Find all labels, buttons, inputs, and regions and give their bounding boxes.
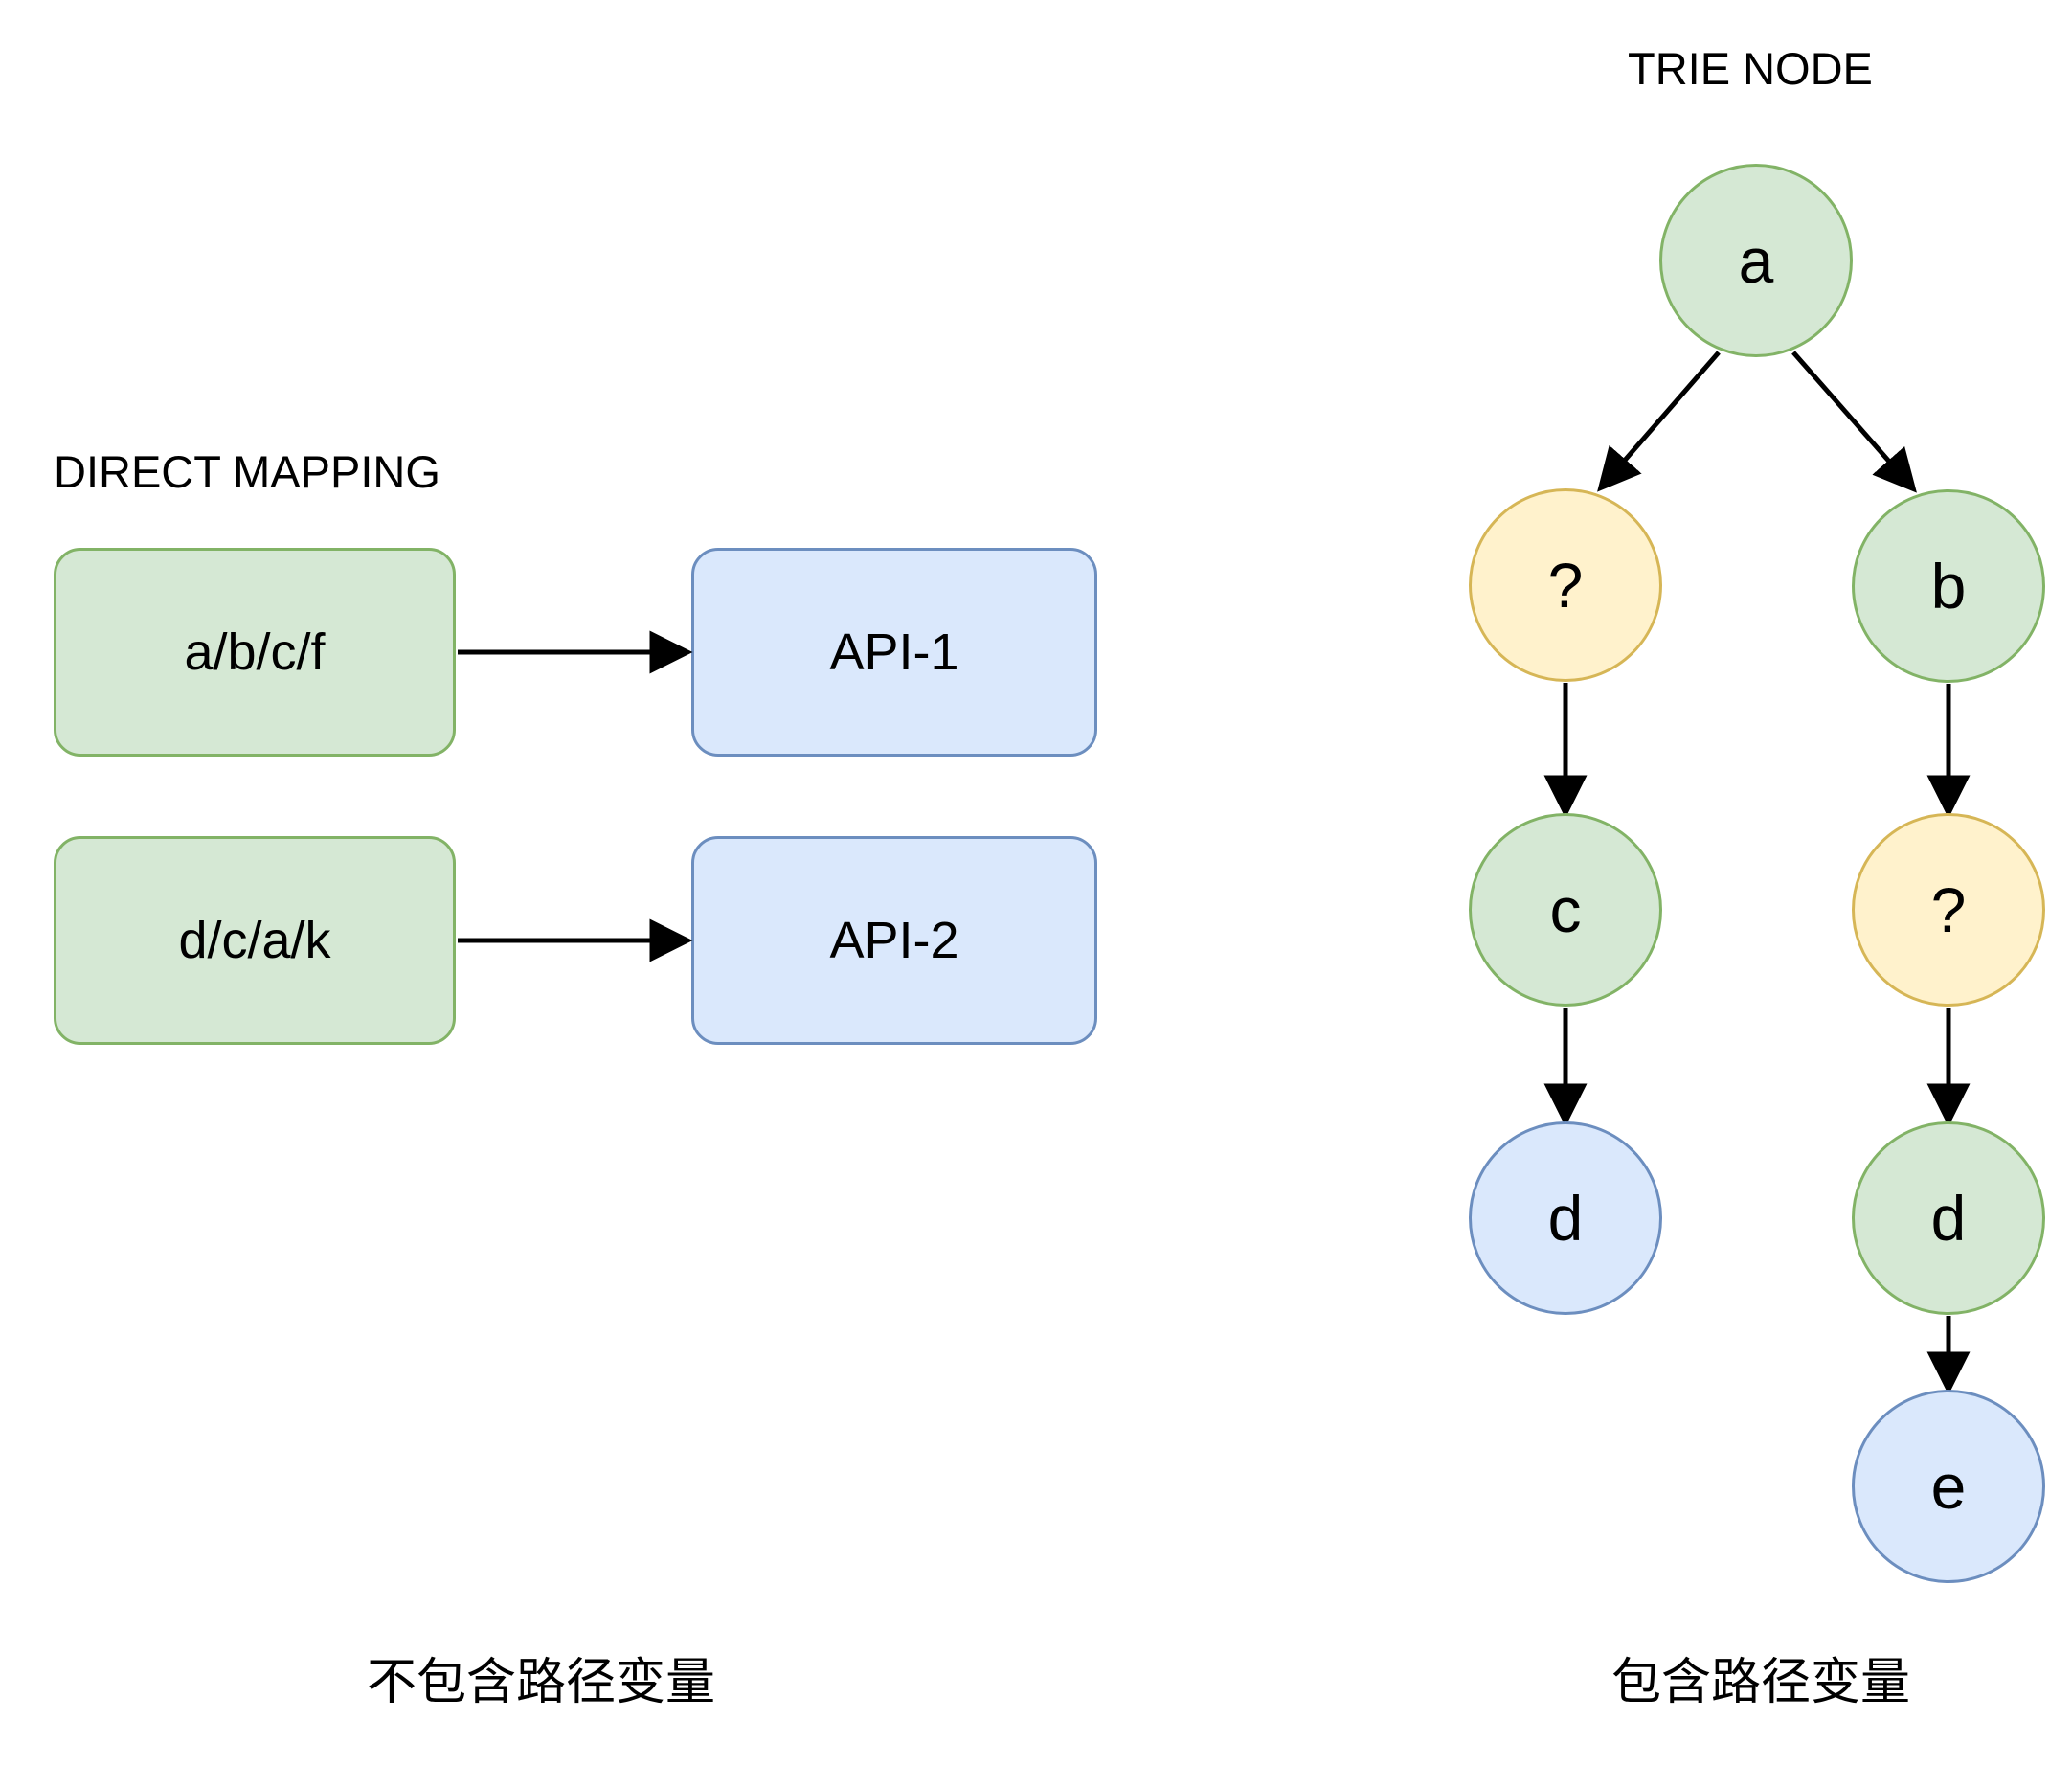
trie-node-d-left-label: d (1547, 1183, 1584, 1254)
trie-node-a-label: a (1738, 225, 1774, 296)
trie-node-d-left[interactable]: d (1469, 1121, 1662, 1315)
trie-node-e[interactable]: e (1852, 1390, 2045, 1583)
api-box-1-label: API-1 (829, 623, 959, 681)
trie-node-q-right-label: ? (1930, 874, 1967, 945)
trie-node-heading: TRIE NODE (1628, 43, 1873, 94)
trie-node-b-label: b (1930, 551, 1967, 622)
edge-a-to-q-left (1597, 351, 1721, 492)
trie-node-b[interactable]: b (1852, 489, 2045, 683)
trie-node-c[interactable]: c (1469, 813, 1662, 1007)
trie-node-caption: 包含路径变量 (1611, 1655, 1911, 1710)
trie-node-a[interactable]: a (1659, 164, 1853, 357)
trie-node-q-left[interactable]: ? (1469, 488, 1662, 682)
trie-node-e-label: e (1930, 1451, 1967, 1522)
api-box-1[interactable]: API-1 (691, 548, 1097, 757)
api-box-2-label: API-2 (829, 912, 959, 969)
trie-node-d-right-label: d (1930, 1183, 1967, 1254)
trie-node-q-left-label: ? (1547, 550, 1584, 621)
trie-node-q-right[interactable]: ? (1852, 813, 2045, 1007)
path-box-1[interactable]: a/b/c/f (54, 548, 456, 757)
path-box-2-label: d/c/a/k (178, 912, 331, 969)
trie-node-c-label: c (1549, 874, 1582, 945)
path-box-1-label: a/b/c/f (184, 623, 326, 681)
edge-a-to-b (1791, 351, 1917, 493)
trie-node-d-right[interactable]: d (1852, 1121, 2045, 1315)
api-box-2[interactable]: API-2 (691, 836, 1097, 1045)
path-box-2[interactable]: d/c/a/k (54, 836, 456, 1045)
direct-mapping-heading: DIRECT MAPPING (54, 446, 440, 497)
direct-mapping-caption: 不包含路径变量 (367, 1655, 716, 1710)
